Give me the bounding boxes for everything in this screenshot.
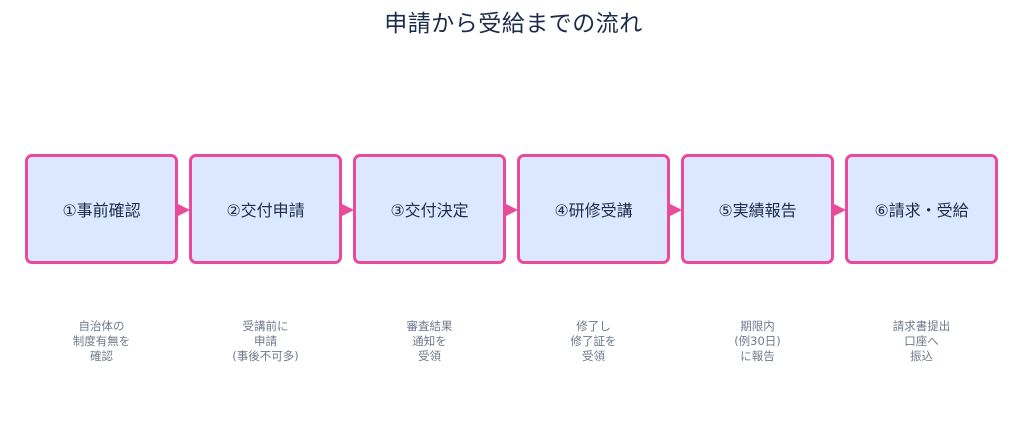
step-note-4: 修了し 修了証を 受領 — [570, 319, 617, 363]
arrow-5-to-6 — [834, 204, 846, 216]
step-box-3: ③交付決定 — [353, 154, 506, 264]
step-note-5: 期限内 (例30日) に報告 — [734, 319, 781, 363]
step-note-1: 自治体の 制度有無を 確認 — [72, 319, 131, 363]
arrow-4-to-5 — [670, 204, 682, 216]
step-box-4: ④研修受講 — [517, 154, 670, 264]
step-note-2: 受講前に 申請 (事後不可多) — [232, 319, 299, 363]
step-box-1: ①事前確認 — [25, 154, 178, 264]
diagram-title: 申請から受給までの流れ — [384, 11, 643, 37]
step-box-2: ②交付申請 — [189, 154, 342, 264]
step-note-3: 審査結果 通知を 受領 — [406, 319, 453, 363]
step-note-6: 請求書提出 口座へ 振込 — [892, 319, 951, 363]
step-box-6: ⑥請求・受給 — [845, 154, 998, 264]
arrow-1-to-2 — [178, 204, 190, 216]
arrow-3-to-4 — [506, 204, 518, 216]
step-box-5: ⑤実績報告 — [681, 154, 834, 264]
arrow-2-to-3 — [342, 204, 354, 216]
